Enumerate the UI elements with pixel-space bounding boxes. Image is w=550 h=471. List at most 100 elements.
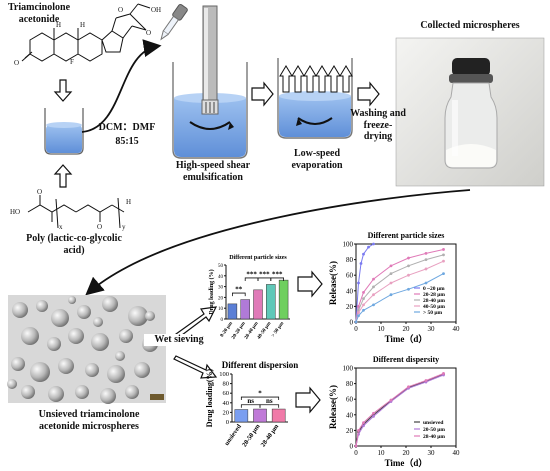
significance-label: ** bbox=[235, 286, 243, 294]
data-point bbox=[372, 242, 375, 246]
data-point bbox=[372, 303, 375, 307]
data-point bbox=[372, 414, 375, 418]
shear-beaker bbox=[172, 5, 248, 159]
atom-o-ketone: O bbox=[14, 59, 19, 67]
atom-o-ring2: O bbox=[118, 6, 123, 14]
solvent-beaker bbox=[44, 108, 84, 155]
microsphere bbox=[7, 379, 17, 389]
microsphere bbox=[12, 302, 28, 318]
chart-title: Different dispersion bbox=[222, 360, 299, 370]
atom-o-ring: O bbox=[146, 29, 151, 37]
microsphere bbox=[107, 365, 125, 383]
y-tick-label: 60 bbox=[223, 390, 230, 397]
significance-bracket bbox=[270, 277, 284, 281]
x-tick-label: 40 bbox=[453, 325, 461, 333]
y-tick-label: 80 bbox=[223, 381, 230, 388]
series-line bbox=[355, 374, 444, 447]
data-point bbox=[424, 251, 428, 255]
x-tick-label: 20 bbox=[403, 325, 411, 333]
microsphere bbox=[21, 327, 39, 345]
atom-h2: H bbox=[80, 21, 85, 29]
y-tick-label: 80 bbox=[346, 256, 354, 264]
x-tick-label: 40 bbox=[453, 449, 461, 457]
data-point bbox=[442, 253, 445, 257]
atom-o-carbonyl2: O bbox=[97, 223, 102, 231]
series-line bbox=[355, 249, 444, 323]
plga-atom-labels: HO O O x y H bbox=[10, 188, 131, 231]
data-point bbox=[362, 424, 365, 428]
legend-label: 40-50 μm bbox=[423, 304, 445, 310]
data-point bbox=[362, 303, 365, 307]
chart-title: Different particle sizes bbox=[368, 231, 445, 240]
y-axis-label: Release(%) bbox=[328, 385, 338, 429]
significance-label: ns bbox=[266, 397, 273, 405]
structure-atom-labels: O O O OH F H H bbox=[14, 6, 161, 67]
series-line bbox=[355, 260, 444, 323]
data-point bbox=[442, 248, 445, 251]
data-point bbox=[424, 379, 428, 382]
microsphere bbox=[91, 333, 109, 351]
significance-label: *** bbox=[246, 270, 257, 278]
subscript-y: y bbox=[122, 223, 126, 231]
significance-bracket bbox=[259, 404, 280, 408]
bar-chart-particle-sizes: Different particle sizes01020304050Drug … bbox=[208, 255, 290, 340]
label-triamcinolone: Triamcinolone acetonide bbox=[7, 2, 71, 25]
down-arrow bbox=[53, 79, 73, 102]
label-solvent: DCM：DMF bbox=[98, 122, 156, 133]
data-point bbox=[389, 293, 393, 297]
label-washing: Washing and freeze-drying bbox=[350, 108, 406, 142]
y-tick-label: 50 bbox=[218, 264, 224, 269]
triamcinolone-structure bbox=[21, 3, 151, 62]
sem-image bbox=[7, 295, 166, 404]
microsphere bbox=[21, 385, 35, 399]
label-plga: Poly (lactic-co-glycolic acid) bbox=[26, 233, 122, 256]
data-point bbox=[362, 297, 365, 300]
atom-h1: H bbox=[56, 21, 61, 29]
x-tick-label: 0 bbox=[354, 449, 358, 457]
x-tick-label: 30 bbox=[428, 325, 436, 333]
microsphere bbox=[11, 357, 25, 371]
data-point bbox=[389, 272, 393, 276]
y-axis-label: Release(%) bbox=[328, 261, 338, 305]
significance-label: *** bbox=[259, 270, 270, 278]
data-point bbox=[367, 245, 370, 249]
pipette-icon bbox=[160, 3, 188, 41]
data-point bbox=[354, 320, 358, 324]
data-point bbox=[424, 267, 428, 271]
data-point bbox=[359, 262, 363, 265]
microsphere bbox=[125, 385, 139, 399]
bar bbox=[240, 299, 250, 320]
series-line bbox=[355, 254, 444, 323]
y-tick-label: 60 bbox=[346, 396, 354, 404]
y-tick-label: 100 bbox=[343, 241, 354, 249]
data-point bbox=[362, 308, 365, 312]
x-tick-label: 10 bbox=[378, 325, 386, 333]
significance-label: * bbox=[258, 390, 262, 398]
microsphere bbox=[102, 296, 118, 312]
data-point bbox=[372, 277, 375, 281]
data-point bbox=[354, 444, 358, 448]
category-label: 28-40 μm bbox=[260, 423, 281, 449]
y-tick-label: 40 bbox=[346, 411, 354, 419]
data-point bbox=[357, 429, 360, 432]
bar bbox=[253, 408, 267, 423]
microsphere bbox=[68, 296, 76, 304]
y-tick-label: 10 bbox=[218, 307, 224, 312]
label-shear: High-speed shear emulsification bbox=[175, 160, 251, 183]
bar bbox=[266, 284, 276, 320]
y-tick-label: 30 bbox=[218, 286, 224, 291]
data-point bbox=[424, 258, 428, 261]
data-point bbox=[389, 264, 393, 268]
curved-arrow-to-pipette bbox=[81, 39, 162, 133]
y-axis-label: Drug loading (%) bbox=[208, 269, 215, 314]
microsphere bbox=[36, 300, 48, 312]
arrow-evap-to-photo bbox=[357, 81, 380, 107]
y-tick-label: 80 bbox=[346, 380, 354, 388]
data-point bbox=[442, 272, 445, 276]
legend-label: 0 ~20 μm bbox=[423, 286, 445, 292]
microsphere bbox=[47, 337, 61, 351]
